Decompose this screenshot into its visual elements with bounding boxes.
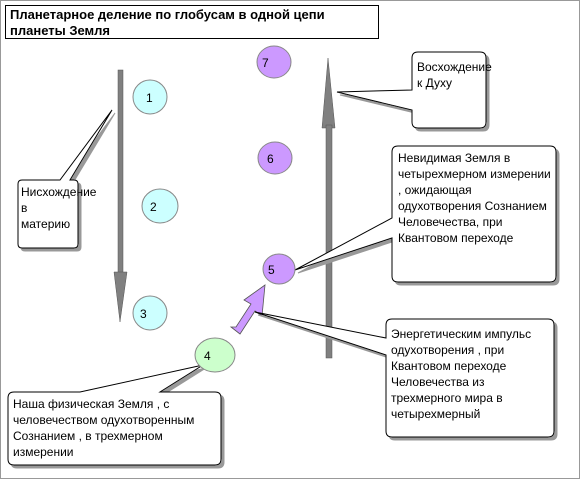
callout-physical-earth-text: Наша физическая Земля , с человечеством … [13,397,195,459]
globe-1-number: 1 [146,91,153,105]
callout-physical-earth [7,364,222,466]
globe-7-number: 7 [262,56,269,70]
globe-6: 6 [257,141,293,175]
callout-invisible-earth [294,145,557,283]
callout-descent [17,109,113,249]
callout-ascent-text: Восхождение к Духу [417,60,492,90]
globe-4-number: 4 [204,349,211,363]
globe-7: 7 [256,45,292,79]
globe-3: 3 [132,295,168,331]
descent-arrow [113,69,128,323]
callout-impulse-text: Энергетическим импульс одухотворения , п… [391,327,532,421]
globe-6-number: 6 [267,152,274,166]
globe-2: 2 [141,188,179,224]
impulse-arrow [229,284,266,335]
callout-descent-text: Нисхождение в материю [21,185,97,231]
globe-5: 5 [262,253,296,285]
globe-4: 4 [194,337,236,373]
globe-5-number: 5 [268,263,275,277]
globe-1: 1 [132,79,168,115]
diagram-title: Планетарное деление по глобусам в одной … [5,5,379,39]
ascent-arrow [321,57,336,359]
callout-impulse [254,311,555,438]
callout-ascent [336,51,487,129]
callout-invisible-earth-text: Невидимая Земля в четырехмерном измерени… [398,151,551,245]
globe-2-number: 2 [150,200,157,214]
globe-3-number: 3 [140,307,147,321]
